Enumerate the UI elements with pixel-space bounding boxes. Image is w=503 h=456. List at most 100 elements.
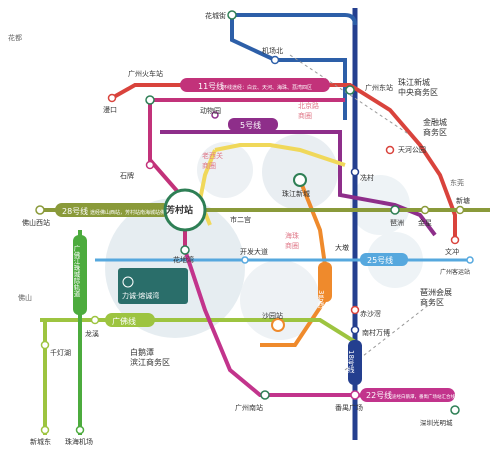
station-dot-foshanxi[interactable]	[35, 205, 45, 215]
badge-line-guangfo-jichang: 广佛江珠城际轨道	[72, 235, 87, 315]
district-jinrong: 金融城商务区	[423, 117, 447, 137]
svg-text:广佛线: 广佛线	[112, 316, 136, 326]
dashed-connector-1	[289, 54, 411, 136]
svg-text:3号线: 3号线	[317, 290, 325, 309]
station-dot-keyunzhan[interactable]	[466, 256, 474, 264]
district-baietan: 白鹅潭滨江商务区	[130, 347, 170, 367]
badge-line-22: 22号线 途经白鹅潭，番禺广场站汇合线	[360, 388, 455, 402]
svg-text:力诚·熔诚湾: 力诚·熔诚湾	[122, 291, 159, 300]
svg-text:广州南站: 广州南站	[235, 403, 263, 412]
svg-text:南村万博: 南村万博	[362, 328, 390, 337]
svg-text:广州客运站: 广州客运站	[440, 268, 470, 276]
station-dot-tianhegongyuan[interactable]	[385, 145, 395, 155]
svg-text:沙园站: 沙园站	[262, 311, 283, 320]
district-zhujiang: 珠江新城 中央商务区	[398, 77, 438, 97]
station-dot-shajing[interactable]	[271, 318, 285, 332]
station-dot-zhuhaijichang[interactable]	[75, 425, 85, 435]
station-dot-pazhou[interactable]	[390, 205, 400, 215]
station-dot-xinpu[interactable]	[455, 205, 465, 215]
badge-line-11: 11号线 环线途经：白云、天河、海珠、荔湾四区	[180, 78, 330, 92]
station-dot-gz-dongzhan[interactable]	[345, 85, 355, 95]
station-dot-xinchengdong[interactable]	[40, 425, 50, 435]
line-5-track	[160, 130, 437, 237]
svg-text:石牌: 石牌	[120, 171, 134, 180]
badge-line-18: 18号线	[347, 340, 362, 385]
svg-text:珠江新城: 珠江新城	[282, 189, 310, 198]
svg-text:机场北: 机场北	[262, 46, 283, 55]
district-pazhou: 琶洲会展商务区	[420, 287, 452, 307]
station-dot-shenzhen[interactable]	[450, 405, 460, 415]
station-dot-nancun[interactable]	[350, 325, 360, 335]
svg-text:11号线: 11号线	[198, 81, 224, 91]
svg-text:花地湾: 花地湾	[173, 255, 194, 264]
station-dot-shipai[interactable]	[145, 160, 155, 170]
svg-text:途经佛山西站，芳村站南海城站佛山站: 途经佛山西站，芳村站南海城站佛山站	[90, 209, 175, 216]
station-dot-longxi[interactable]	[90, 315, 100, 325]
svg-text:28号线: 28号线	[62, 206, 88, 216]
svg-text:22号线: 22号线	[366, 390, 392, 400]
svg-text:金星: 金星	[418, 218, 432, 227]
svg-text:广州火车站: 广州火车站	[128, 69, 163, 78]
label-shier-gong: 市二宫	[230, 215, 251, 224]
svg-text:广州东站: 广州东站	[365, 83, 393, 92]
svg-text:芳村站: 芳村站	[166, 204, 193, 216]
station-dot-gz-nanzhan[interactable]	[260, 390, 270, 400]
svg-text:千灯湖: 千灯湖	[50, 348, 71, 357]
district-laoxiguan: 老西关商圈	[202, 151, 223, 170]
svg-text:广佛江珠城际轨道: 广佛江珠城际轨道	[72, 244, 80, 298]
district-beijinglu: 北京路商圈	[298, 101, 319, 120]
label-dadun: 大墩	[335, 243, 349, 252]
station-dot-ruxi[interactable]	[107, 93, 117, 103]
svg-text:新塘: 新塘	[456, 196, 470, 205]
district-haizhu: 海珠商圈	[285, 231, 299, 250]
svg-text:开发大道: 开发大道	[240, 247, 268, 256]
svg-text:途经白鹅潭，番禺广场站汇合线: 途经白鹅潭，番禺广场站汇合线	[392, 393, 455, 400]
svg-text:琶洲: 琶洲	[390, 219, 404, 227]
station-dot-huacheng[interactable]	[227, 10, 237, 20]
fangcun-hub[interactable]: 芳村站	[163, 188, 207, 232]
label-foshan: 佛山	[18, 293, 32, 302]
svg-text:环线途经：白云、天河、海珠、荔湾四区: 环线途经：白云、天河、海珠、荔湾四区	[222, 84, 312, 91]
svg-text:佛山西站: 佛山西站	[22, 218, 50, 227]
station-dot-dongwuyuan[interactable]	[211, 111, 219, 119]
station-dot-xiancun[interactable]	[350, 167, 360, 177]
svg-text:深圳光明城: 深圳光明城	[420, 418, 453, 427]
station-dot-zhujiang[interactable]	[293, 173, 307, 187]
svg-text:冼村: 冼村	[360, 173, 374, 182]
svg-text:花城街: 花城街	[205, 11, 226, 20]
bubble-jinrong	[350, 175, 410, 235]
badge-line-3: 3号线	[317, 262, 332, 309]
svg-text:龙溪: 龙溪	[85, 329, 99, 338]
brand-logo-box: 力诚·熔诚湾	[118, 268, 188, 304]
svg-text:番禺广场: 番禺广场	[335, 403, 363, 412]
svg-text:新城东: 新城东	[30, 437, 51, 446]
line-north-track-2	[230, 15, 347, 120]
svg-text:动物园: 动物园	[200, 106, 221, 115]
station-markers: 花城街 机场北 广州火车站 广州东站 漫口 动物园 天河公园 珠江新城 冼村 石…	[8, 10, 474, 446]
station-dot-jichangbei[interactable]	[270, 55, 280, 65]
svg-text:天河公园: 天河公园	[398, 146, 426, 154]
station-dot-huadiwan[interactable]	[180, 245, 190, 255]
badge-line-5: 5号线	[228, 118, 278, 131]
svg-text:5号线: 5号线	[240, 120, 261, 130]
badge-line-28: 28号线 途经佛山西站，芳村站南海城站佛山站	[55, 203, 175, 217]
line-north-track	[232, 13, 357, 26]
svg-text:18号线: 18号线	[347, 350, 355, 373]
station-dot-panyu[interactable]	[350, 390, 360, 400]
svg-text:文冲: 文冲	[445, 247, 459, 256]
svg-text:漫口: 漫口	[103, 105, 117, 114]
station-dot-jinxing[interactable]	[420, 205, 430, 215]
bubble-zhujiang	[262, 134, 338, 210]
station-dot-qiandenghu[interactable]	[40, 340, 50, 350]
svg-text:25号线: 25号线	[367, 255, 393, 265]
station-dot-kaifadadao[interactable]	[241, 256, 249, 264]
badge-line-guangfo: 广佛线	[105, 313, 155, 327]
station-dot-chishawan[interactable]	[350, 305, 360, 315]
station-dot-wenchong[interactable]	[450, 235, 460, 245]
station-dot-gz-huochezhan[interactable]	[145, 95, 155, 105]
svg-text:赤沙滘: 赤沙滘	[360, 309, 381, 318]
label-huadu: 花都	[8, 33, 22, 42]
badge-line-25: 25号线	[360, 253, 408, 266]
